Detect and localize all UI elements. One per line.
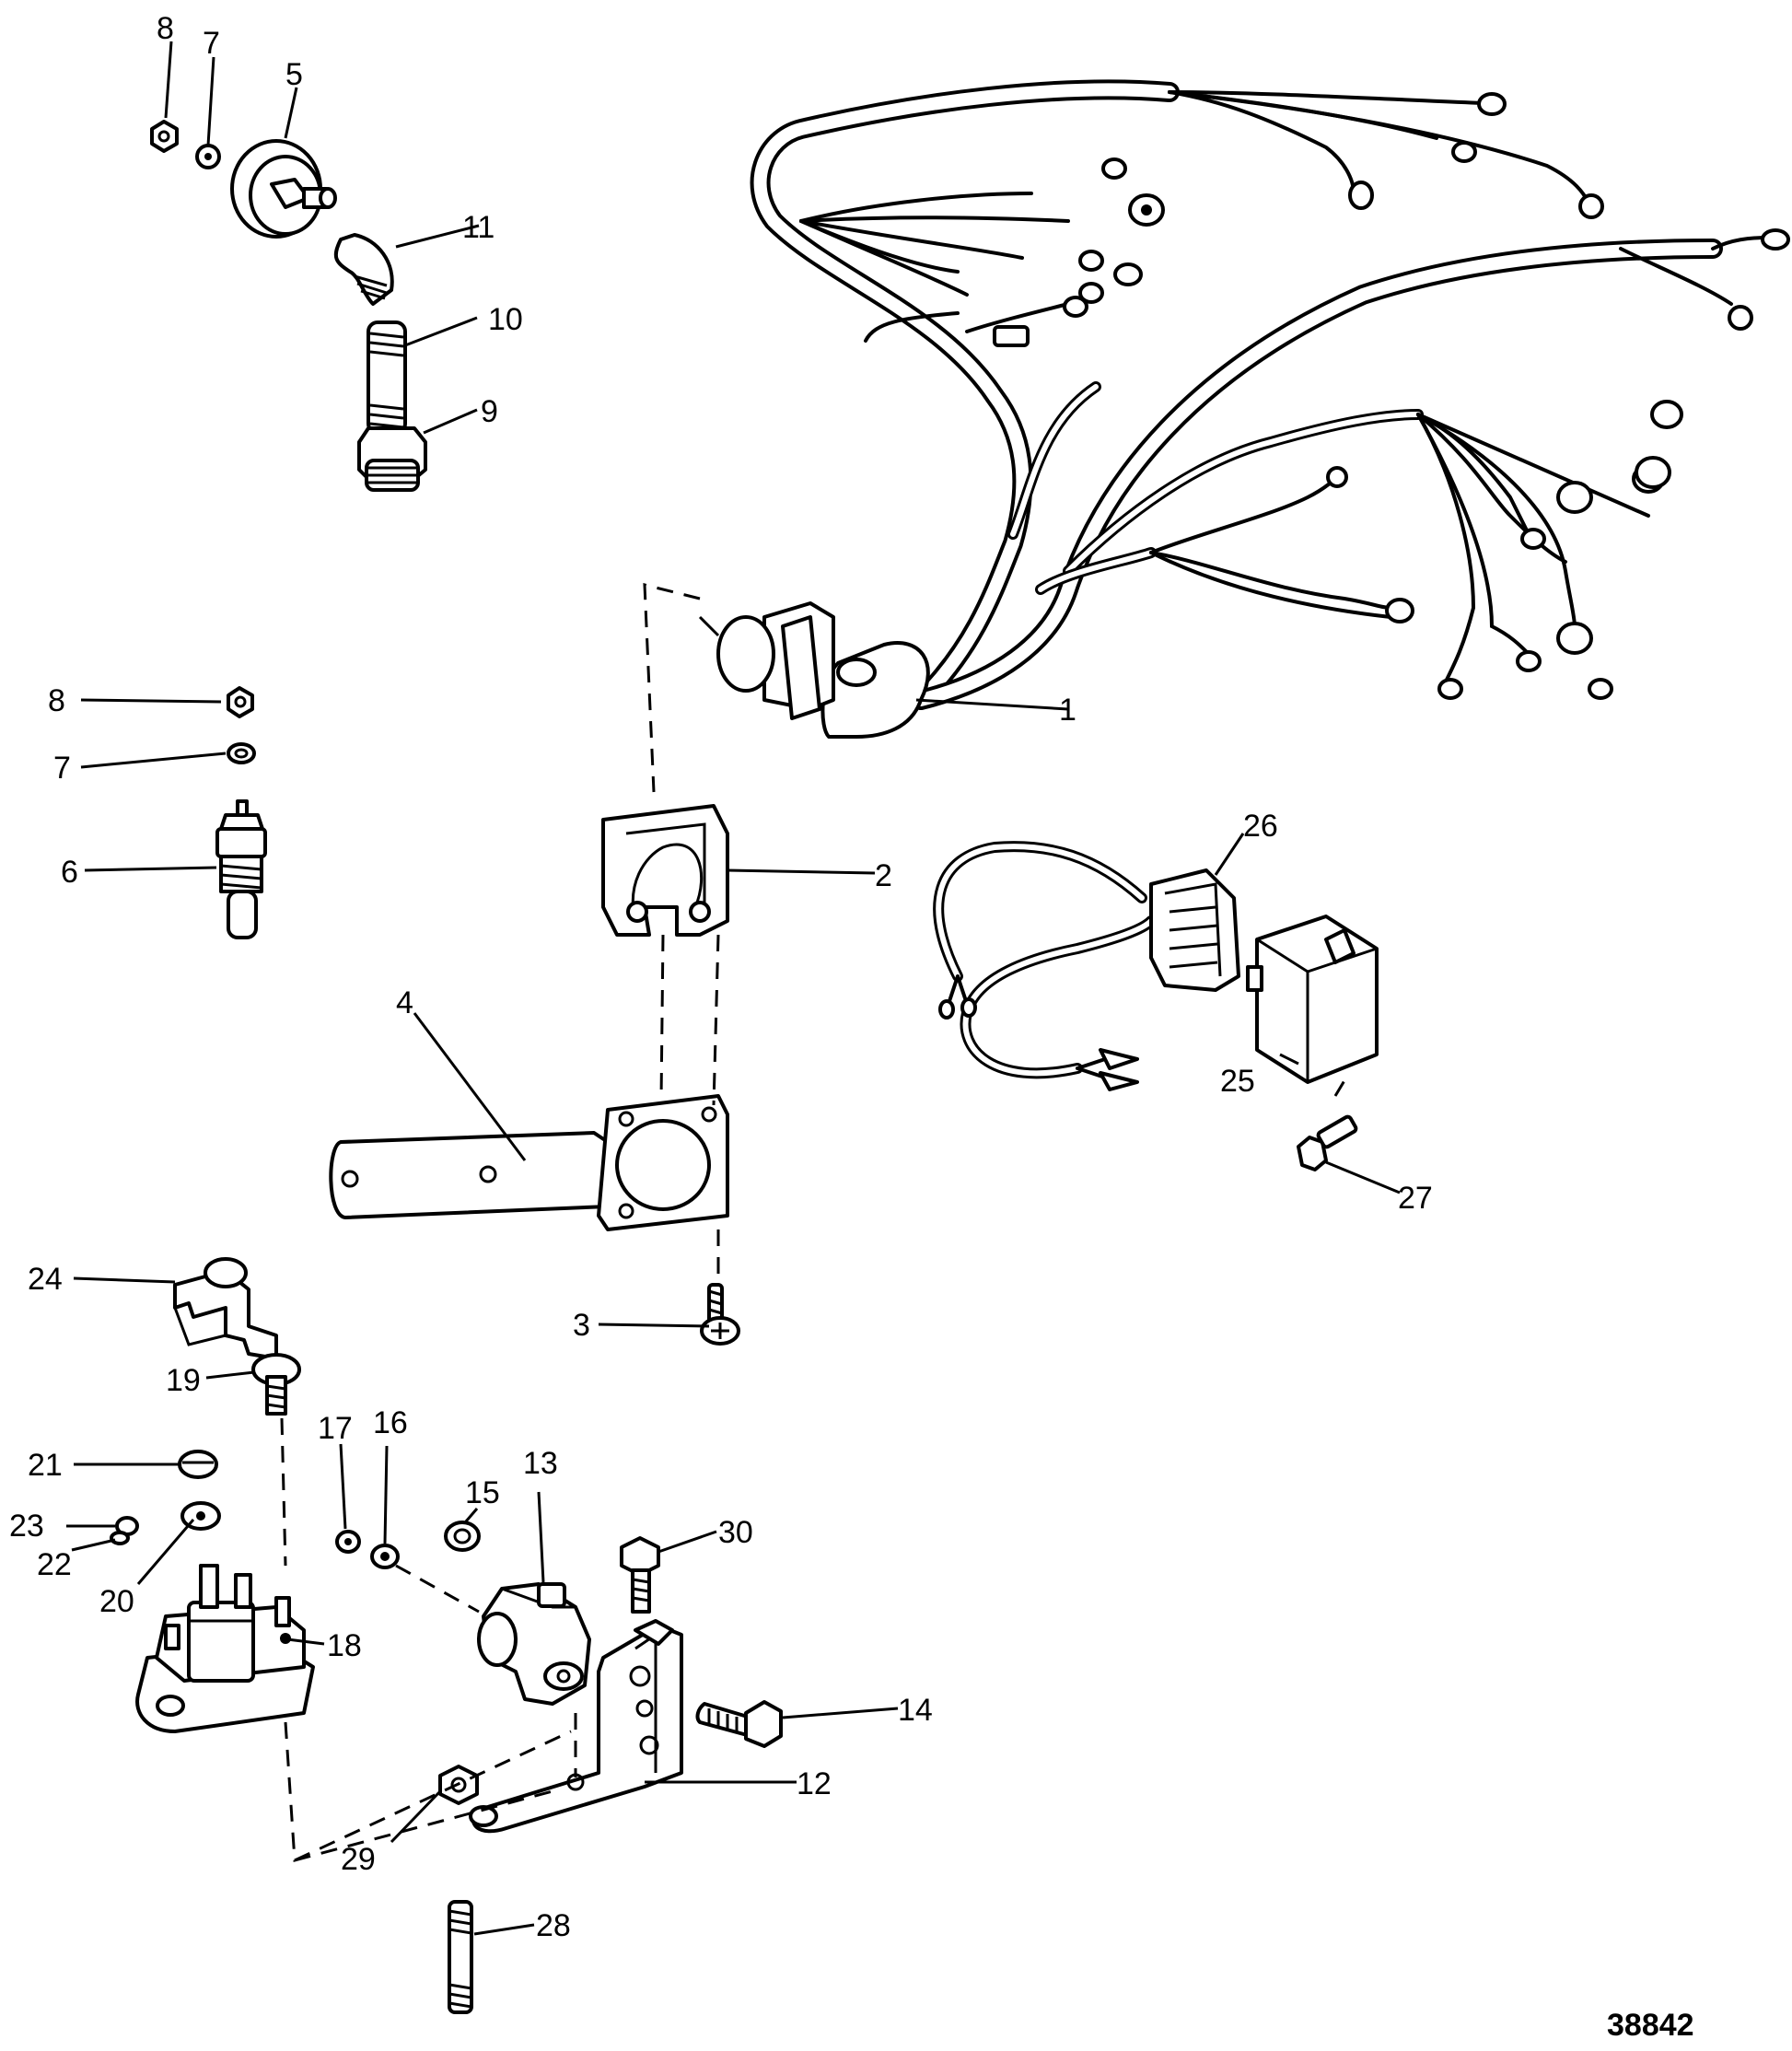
callout-30: 30: [718, 1515, 753, 1550]
lock-washer: [110, 1516, 139, 1545]
hex-bolt: [695, 1700, 783, 1748]
hex-nut: [150, 120, 179, 153]
callout-14: 14: [898, 1693, 933, 1728]
callout-12: 12: [797, 1766, 832, 1801]
carriage-bolt: [251, 1353, 301, 1416]
callout-27: 27: [1398, 1181, 1433, 1216]
temperature-sender-assembly: [215, 686, 267, 939]
hex-nut: [178, 1450, 218, 1479]
elbow-fitting: [333, 233, 394, 306]
callout-10: 10: [488, 302, 523, 337]
mounting-bracket-plate: [329, 1094, 729, 1231]
ring-terminal: [993, 92, 1790, 700]
callout-26: 26: [1243, 809, 1278, 844]
hex-nut: [227, 686, 254, 718]
callout-7-mid: 7: [53, 751, 71, 786]
temperature-sender: [215, 799, 267, 939]
lock-washer: [227, 742, 256, 764]
callout-16: 16: [373, 1405, 408, 1440]
harness-plug-connector: [698, 601, 930, 739]
callout-2: 2: [875, 858, 892, 893]
callout-1: 1: [1059, 693, 1076, 728]
callout-21: 21: [28, 1448, 63, 1483]
callout-23: 23: [9, 1509, 44, 1544]
callout-24: 24: [28, 1262, 63, 1297]
connector-cover: [601, 804, 729, 937]
callout-3: 3: [573, 1308, 590, 1343]
solenoid-mounting-bracket: [469, 1619, 683, 1834]
wire-clip: [173, 1257, 278, 1360]
screw: [700, 1283, 740, 1346]
wiring-harness: [698, 79, 1790, 739]
callout-8-mid: 8: [48, 683, 65, 718]
callout-9: 9: [481, 394, 498, 429]
callout-8-top: 8: [157, 11, 174, 46]
small-solenoid: [477, 1582, 591, 1706]
terminal-nut: [335, 1521, 481, 1569]
callout-25: 25: [1220, 1064, 1255, 1099]
callout-6: 6: [61, 855, 78, 890]
callout-labels: 8 7 5 11 10 9 1 8 7 6 2 26 25 27 4 24 3 …: [9, 11, 1694, 2043]
callout-leaders: [66, 41, 1401, 1936]
callout-29: 29: [341, 1842, 376, 1877]
figure-number: 38842: [1607, 2008, 1694, 2043]
callout-5: 5: [285, 57, 303, 92]
callout-20: 20: [99, 1584, 134, 1619]
callout-13: 13: [523, 1446, 558, 1481]
callout-18: 18: [327, 1628, 362, 1663]
callout-22: 22: [37, 1547, 72, 1582]
callout-17: 17: [318, 1411, 353, 1446]
callout-19: 19: [166, 1363, 201, 1398]
callout-11: 11: [462, 210, 495, 245]
pipe-adapter: [357, 426, 427, 492]
callout-15: 15: [465, 1475, 500, 1510]
callout-28: 28: [536, 1908, 571, 1943]
hex-bolt: [1297, 1114, 1358, 1171]
threaded-stud: [448, 1900, 473, 2014]
starter-solenoid: [135, 1564, 315, 1733]
oil-pressure-sender: [230, 139, 337, 239]
sender-assembly-upper: [150, 120, 427, 492]
callout-4: 4: [396, 985, 413, 1020]
pipe-nipple: [367, 320, 407, 435]
hex-bolt: [620, 1536, 660, 1614]
ignition-module-harness: [933, 841, 1379, 1091]
callout-7-top: 7: [203, 26, 220, 61]
